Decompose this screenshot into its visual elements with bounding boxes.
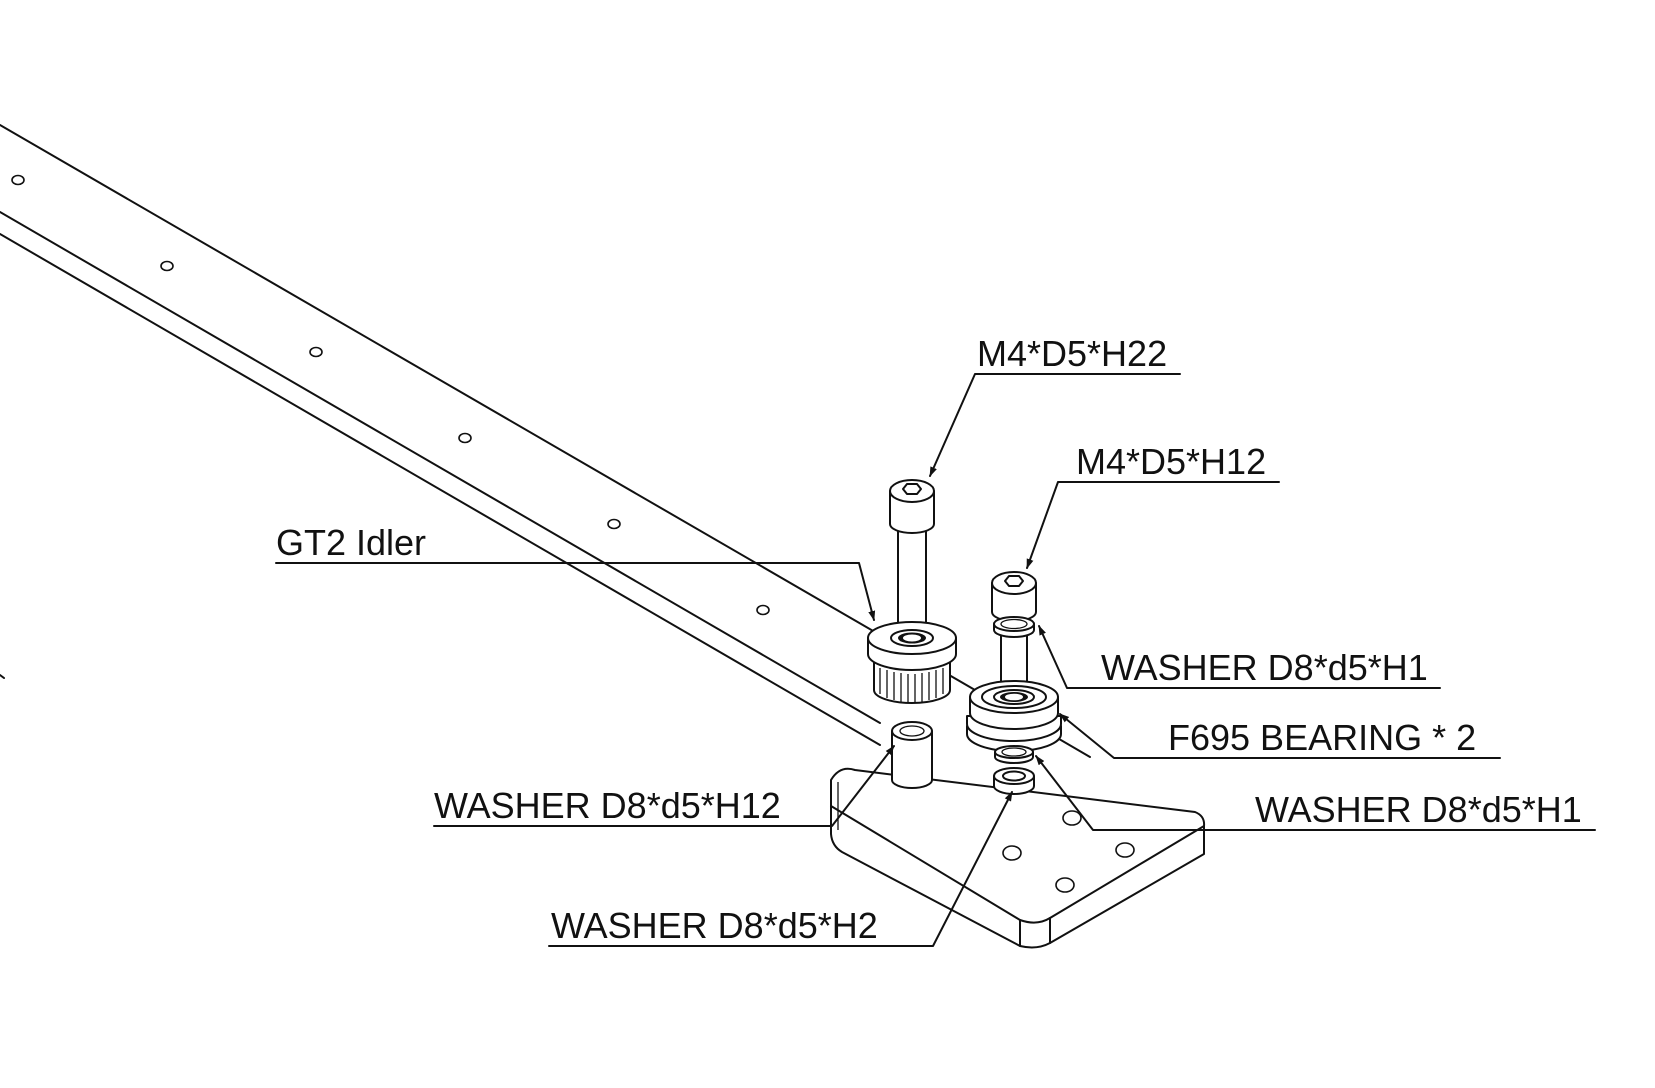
base-plate bbox=[830, 767, 1206, 949]
label-washer-h1-top: WASHER D8*d5*H1 bbox=[1101, 647, 1428, 688]
upper-washer-h1 bbox=[993, 616, 1035, 638]
washer-h2 bbox=[993, 767, 1035, 795]
leader-washer-h1-top bbox=[1038, 625, 1441, 689]
idler-teeth bbox=[879, 668, 944, 703]
leader-washer-h12 bbox=[433, 745, 895, 827]
label-idler: GT2 Idler bbox=[276, 522, 426, 563]
label-bearing: F695 BEARING * 2 bbox=[1168, 717, 1476, 758]
leader-idler bbox=[275, 562, 876, 621]
lower-washer-h1 bbox=[994, 745, 1034, 764]
gt2-idler bbox=[867, 621, 957, 704]
label-washer-h2: WASHER D8*d5*H2 bbox=[551, 905, 878, 946]
long-screw bbox=[889, 479, 935, 629]
f695-bearings bbox=[966, 680, 1062, 752]
label-screw-long: M4*D5*H22 bbox=[977, 333, 1167, 374]
spacer-washer-h12 bbox=[891, 721, 933, 789]
label-screw-short: M4*D5*H12 bbox=[1076, 441, 1266, 482]
leader-bearing bbox=[1059, 713, 1501, 759]
leader-screw-short bbox=[1026, 481, 1280, 569]
leader-washer-h1-bottom bbox=[1035, 755, 1596, 831]
labels: M4*D5*H22 M4*D5*H12 GT2 Idler WASHER D8*… bbox=[276, 333, 1582, 946]
label-washer-h1-bottom: WASHER D8*d5*H1 bbox=[1255, 789, 1582, 830]
label-washer-h12: WASHER D8*d5*H12 bbox=[434, 785, 781, 826]
leader-washer-h2 bbox=[548, 791, 1013, 947]
leader-screw-long bbox=[929, 373, 1181, 477]
rail-holes bbox=[11, 174, 770, 616]
leader-lines bbox=[275, 373, 1596, 947]
